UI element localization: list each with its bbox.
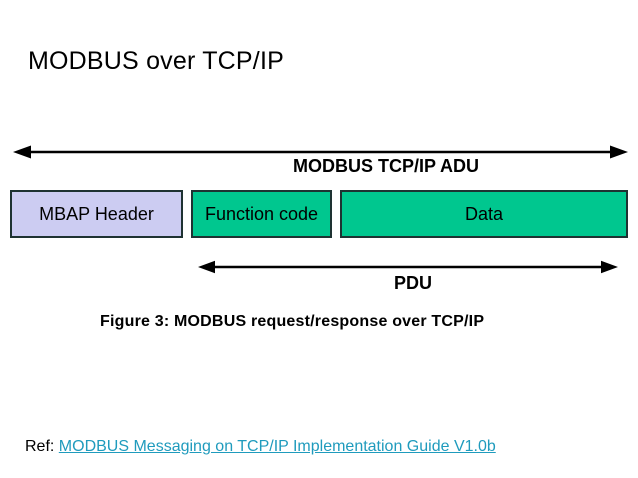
data-box-label: Data bbox=[464, 203, 504, 224]
pdu-span-arrow-icon bbox=[198, 260, 618, 274]
pdu-span-label: PDU bbox=[394, 273, 433, 293]
reference-line: Ref: MODBUS Messaging on TCP/IP Implemen… bbox=[25, 438, 496, 456]
function-code-box-label: Function code bbox=[204, 203, 319, 224]
figure-caption: Figure 3: MODBUS request/response over T… bbox=[100, 313, 485, 330]
implementation-guide-link[interactable]: MODBUS Messaging on TCP/IP Implementatio… bbox=[58, 438, 496, 455]
adu-span-label: MODBUS TCP/IP ADU bbox=[293, 156, 480, 176]
data-box: Data bbox=[340, 190, 628, 238]
ref-prefix: Ref: bbox=[25, 438, 55, 455]
page-title: MODBUS over TCP/IP bbox=[28, 47, 284, 75]
mbap-header-box: MBAP Header bbox=[10, 190, 183, 238]
mbap-header-box-label: MBAP Header bbox=[39, 203, 154, 224]
function-code-box: Function code bbox=[191, 190, 332, 238]
